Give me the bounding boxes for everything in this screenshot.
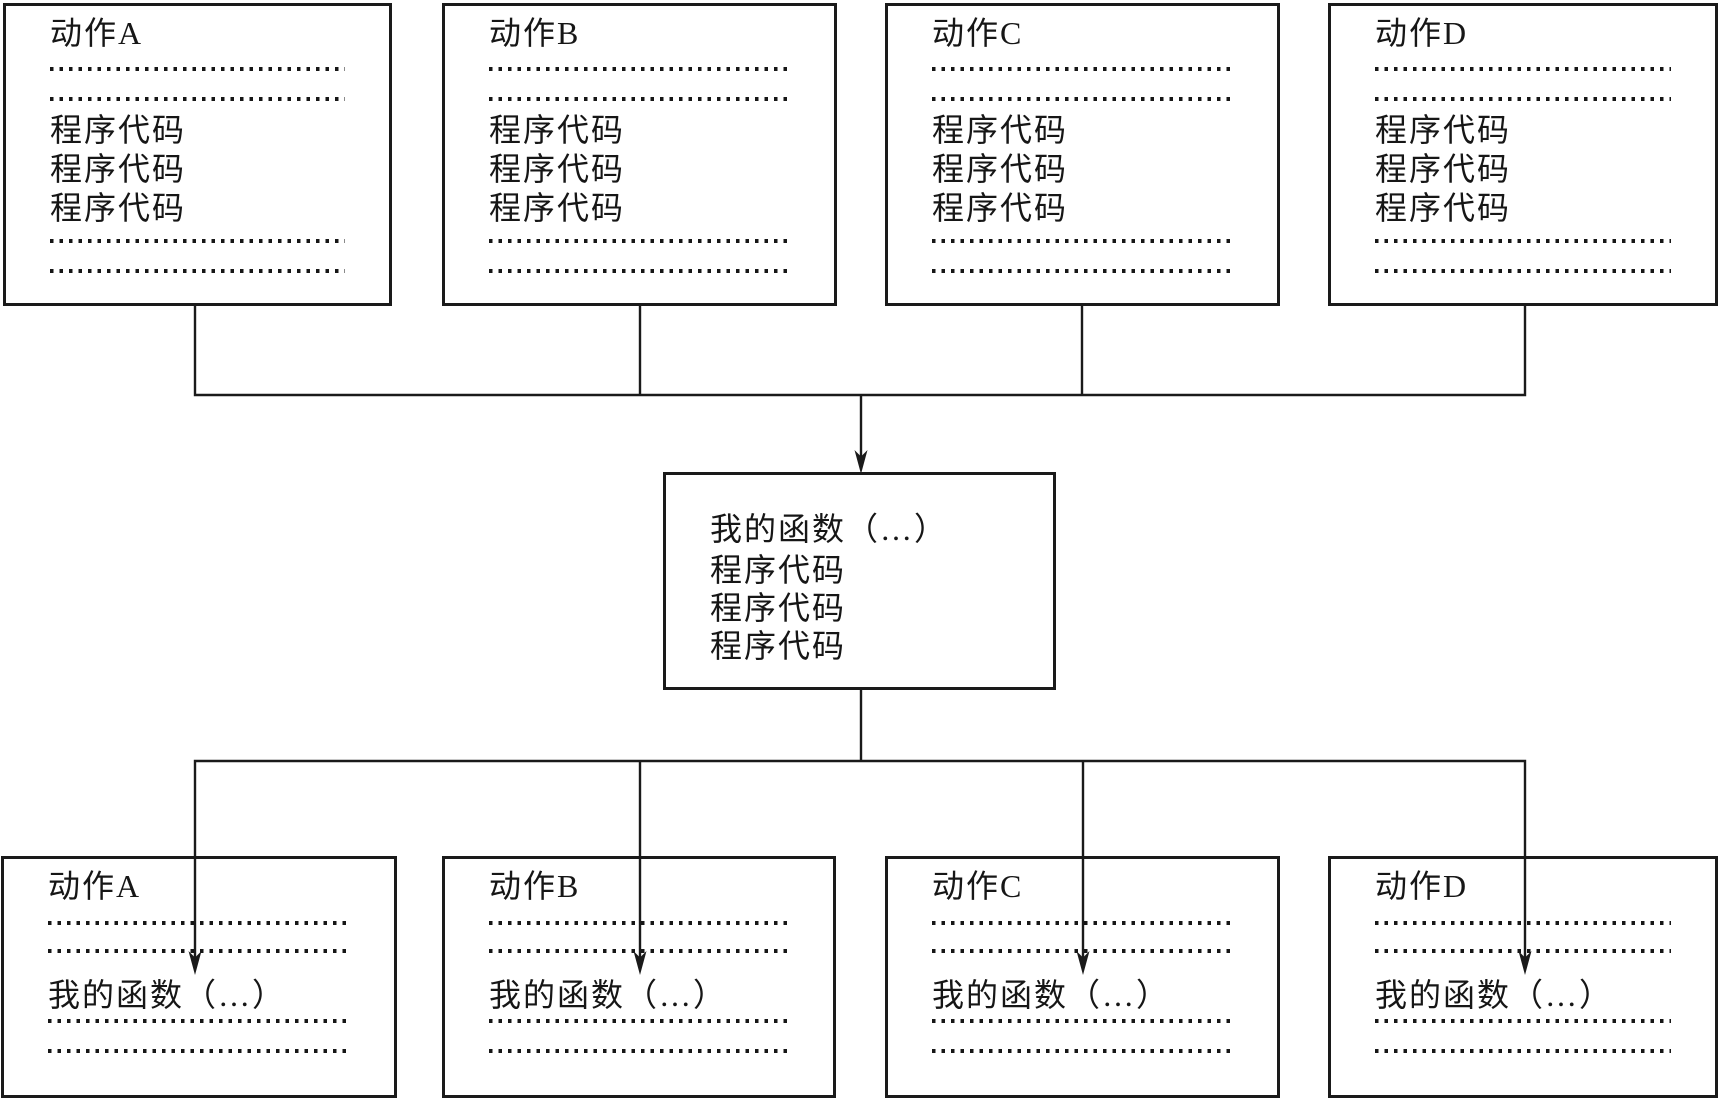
action-title: 动作B bbox=[489, 15, 581, 51]
top-box-action-b: 动作B 程序代码 程序代码 程序代码 bbox=[442, 3, 837, 306]
dotted-line bbox=[48, 1019, 350, 1023]
bottom-box-action-c: 动作C 我的函数（…） bbox=[885, 856, 1280, 1098]
action-title: 动作C bbox=[932, 868, 1024, 904]
code-line: 程序代码 bbox=[489, 112, 626, 148]
dotted-line bbox=[48, 949, 350, 953]
dotted-line bbox=[48, 921, 350, 925]
dotted-line bbox=[932, 1019, 1233, 1023]
dotted-line bbox=[1375, 1019, 1671, 1023]
code-line: 程序代码 bbox=[489, 190, 626, 226]
function-call-line: 我的函数（…） bbox=[932, 977, 1171, 1013]
code-line: 程序代码 bbox=[710, 590, 847, 626]
dotted-line bbox=[932, 239, 1233, 243]
code-line: 程序代码 bbox=[50, 190, 187, 226]
function-definition-line: 我的函数（…） bbox=[710, 511, 949, 547]
dotted-line bbox=[48, 1049, 350, 1053]
dotted-line bbox=[1375, 949, 1671, 953]
dotted-line bbox=[489, 949, 789, 953]
code-line: 程序代码 bbox=[1375, 151, 1512, 187]
bottom-box-action-d: 动作D 我的函数（…） bbox=[1328, 856, 1718, 1098]
code-line: 程序代码 bbox=[710, 552, 847, 588]
code-line: 程序代码 bbox=[1375, 190, 1512, 226]
code-line: 程序代码 bbox=[932, 190, 1069, 226]
top-box-action-a: 动作A 程序代码 程序代码 程序代码 bbox=[3, 3, 392, 306]
dotted-line bbox=[1375, 921, 1671, 925]
dotted-line bbox=[1375, 97, 1671, 101]
action-title: 动作B bbox=[489, 868, 581, 904]
dotted-line bbox=[50, 239, 345, 243]
dotted-line bbox=[932, 949, 1233, 953]
top-box-action-c: 动作C 程序代码 程序代码 程序代码 bbox=[885, 3, 1280, 306]
bottom-box-action-a: 动作A 我的函数（…） bbox=[1, 856, 397, 1098]
dotted-line bbox=[489, 97, 790, 101]
dotted-line bbox=[1375, 239, 1671, 243]
dotted-line bbox=[932, 67, 1233, 71]
code-line: 程序代码 bbox=[50, 112, 187, 148]
dotted-line bbox=[932, 1049, 1233, 1053]
code-line: 程序代码 bbox=[1375, 112, 1512, 148]
dotted-line bbox=[1375, 1049, 1671, 1053]
function-call-line: 我的函数（…） bbox=[48, 977, 287, 1013]
dotted-line bbox=[1375, 67, 1671, 71]
code-line: 程序代码 bbox=[932, 112, 1069, 148]
dotted-line bbox=[50, 97, 345, 101]
dotted-line bbox=[1375, 269, 1671, 273]
bottom-box-action-b: 动作B 我的函数（…） bbox=[442, 856, 836, 1098]
down-arrowhead-icon bbox=[854, 450, 868, 474]
code-line: 程序代码 bbox=[710, 628, 847, 664]
middle-function-box: 我的函数（…） 程序代码 程序代码 程序代码 bbox=[663, 472, 1056, 690]
dotted-line bbox=[489, 239, 790, 243]
code-line: 程序代码 bbox=[489, 151, 626, 187]
connector-top-bus bbox=[193, 305, 1527, 462]
dotted-line bbox=[489, 921, 789, 925]
dotted-line bbox=[50, 67, 345, 71]
dotted-line bbox=[489, 269, 790, 273]
function-call-line: 我的函数（…） bbox=[1375, 977, 1614, 1013]
action-title: 动作A bbox=[50, 15, 144, 51]
action-title: 动作C bbox=[932, 15, 1024, 51]
dotted-line bbox=[932, 921, 1233, 925]
code-line: 程序代码 bbox=[50, 151, 187, 187]
action-title: 动作A bbox=[48, 868, 142, 904]
top-box-action-d: 动作D 程序代码 程序代码 程序代码 bbox=[1328, 3, 1718, 306]
code-line: 程序代码 bbox=[932, 151, 1069, 187]
dotted-line bbox=[932, 97, 1233, 101]
dotted-line bbox=[489, 1019, 789, 1023]
dotted-line bbox=[50, 269, 345, 273]
function-call-line: 我的函数（…） bbox=[489, 977, 728, 1013]
dotted-line bbox=[489, 1049, 789, 1053]
action-title: 动作D bbox=[1375, 868, 1469, 904]
dotted-line bbox=[489, 67, 790, 71]
action-title: 动作D bbox=[1375, 15, 1469, 51]
dotted-line bbox=[932, 269, 1233, 273]
